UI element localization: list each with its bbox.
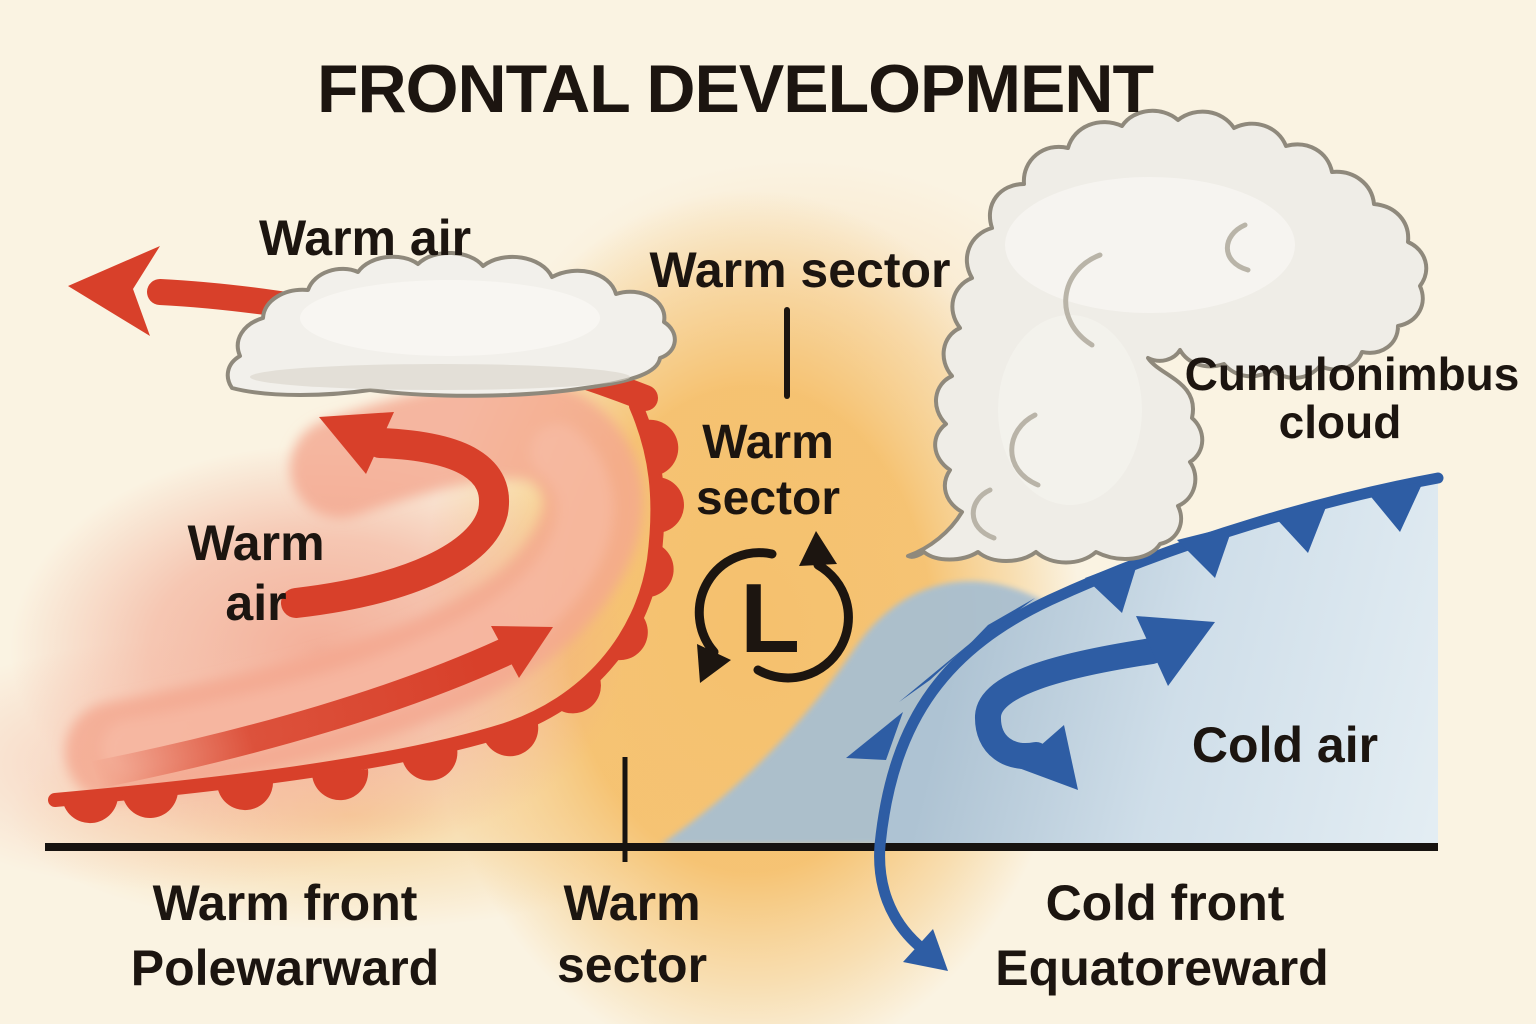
cloud-shade-arc [970, 487, 997, 541]
cold-front-curve [874, 472, 1444, 851]
label-warm-air-upper: Warm air [259, 210, 471, 266]
cumulonimbus-cloud [906, 108, 1429, 565]
warm-front-line [48, 399, 684, 824]
cold-front-tooth [899, 645, 968, 702]
warm-air-ascent-arrowhead [491, 626, 553, 678]
cumulonimbus-shading [970, 222, 1251, 541]
cold-front-tooth [1085, 558, 1139, 613]
warm-air-uturn-arrow-shaft [281, 428, 509, 618]
cold-front-descent-arrow-shaft [874, 839, 924, 951]
label-cold-front-line2: Equatoreward [995, 940, 1328, 996]
cloud-shade-arc [1224, 222, 1251, 273]
label-cold-air: Cold air [1192, 717, 1378, 773]
label-warm-sector-header: Warm sector [649, 242, 950, 298]
label-warm-front-line2: Polewarward [131, 940, 439, 996]
warm-front-scallop [312, 769, 369, 801]
warm-front-scallop [655, 477, 684, 534]
cold-front-tooth [1367, 482, 1423, 532]
label-cumulonimbus-line1: Cumulonimbus [1185, 348, 1520, 400]
warm-front-scallop [641, 543, 674, 598]
low-pressure-symbol: L [740, 563, 800, 673]
label-warm-sector-mid-line2: sector [696, 472, 840, 525]
warm-front-scallop [646, 419, 679, 476]
page-title: FRONTAL DEVELOPMENT [317, 51, 1154, 127]
warm-air-uturn-arrowhead [319, 412, 394, 474]
warm-front-scallop [607, 610, 648, 661]
stratus-cloud-shadow [250, 364, 630, 390]
label-warm-sector-mid-line1: Warm [702, 416, 834, 469]
low-pressure-circulation [694, 531, 853, 683]
circulation-arrowhead-left [697, 644, 731, 683]
cumulonimbus-highlight-column [998, 315, 1142, 505]
cold-front-teeth [846, 482, 1423, 760]
label-warm-front-line1: Warm front [153, 875, 418, 931]
stratus-cloud-highlight [300, 280, 600, 356]
warm-front-scallop [484, 717, 539, 757]
circulation-arc-right [753, 560, 853, 683]
label-cold-front-line1: Cold front [1046, 875, 1285, 931]
warm-front-scallop [122, 789, 179, 819]
cold-front-shadow-band [660, 581, 1045, 845]
label-warm-sector-ground-line1: Warm [563, 875, 700, 931]
warm-air-ascent-arrow-shaft [81, 638, 519, 789]
cold-air-circulation-arrowhead-small [1016, 725, 1078, 790]
label-cumulonimbus-line2: cloud [1279, 396, 1402, 448]
warm-front-scallop [553, 671, 601, 714]
warm-airflow-band-inner [102, 424, 614, 776]
label-warm-air-left-line1: Warm [187, 515, 324, 571]
warm-front-scallop [62, 793, 119, 824]
cloud-shade-arc [1009, 412, 1041, 488]
cloud-shade-arc [1063, 252, 1103, 348]
cold-air-circulation-shaft [975, 638, 1165, 769]
label-warm-sector-ground-line2: sector [557, 937, 707, 993]
cold-front-tooth [1272, 502, 1328, 553]
cold-air-circulation-arrow [975, 616, 1215, 790]
circulation-arrowhead-right [799, 531, 837, 566]
cold-air-circulation-arrowhead-large [1136, 616, 1215, 686]
cumulonimbus-highlight-top [1005, 177, 1295, 313]
pink-warm-airflow-band [65, 378, 644, 802]
cold-front-tooth [957, 598, 1035, 657]
circulation-arc-left [694, 548, 777, 657]
warm-front-scallop [217, 780, 274, 811]
warm-front-scallops [62, 419, 684, 824]
cold-front-tooth [1177, 526, 1233, 578]
label-warm-air-left-line2: air [225, 575, 286, 631]
cold-front-line [846, 472, 1444, 971]
stratus-cloud [225, 250, 677, 398]
warm-front-scallop [403, 748, 458, 781]
cold-front-tooth [846, 712, 903, 760]
cold-front-descent-arrowhead [903, 929, 948, 971]
warm-air-jet-arrowhead [68, 246, 160, 336]
